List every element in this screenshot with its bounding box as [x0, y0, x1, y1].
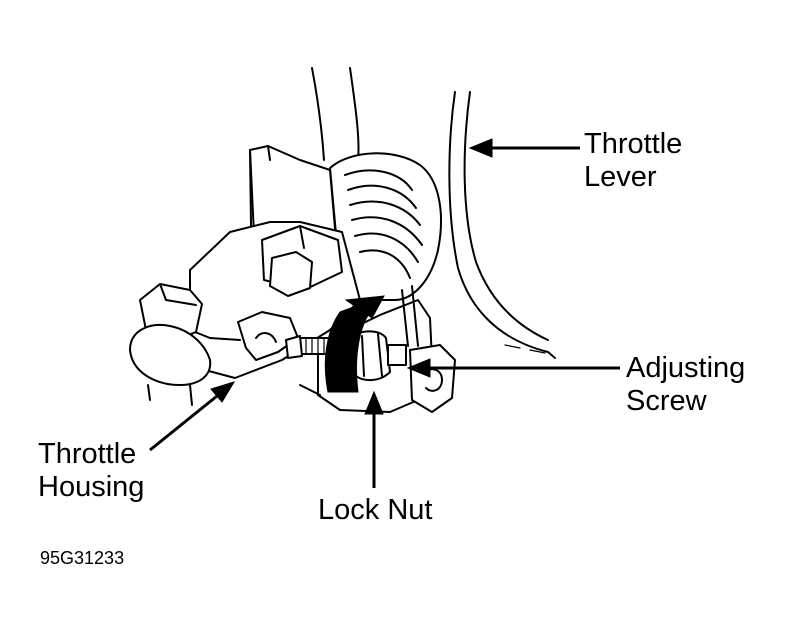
throttle-lever-drawing — [311, 67, 556, 359]
adjusting-screw-label: Adjusting Screw — [626, 352, 745, 418]
adjusting-screw-label-line1: Adjusting — [626, 352, 746, 384]
throttle-lever-label-line1: Throttle — [584, 128, 683, 160]
throttle-lever-label: Throttle Lever — [584, 128, 682, 194]
throttle-lever-label-line2: Lever — [584, 161, 657, 193]
throttle-housing-label: Throttle Housing — [38, 438, 144, 504]
adjusting-screw-arrow — [406, 358, 620, 378]
lock-nut-label: Lock Nut — [318, 494, 432, 527]
adjusting-screw-label-line2: Screw — [626, 385, 707, 417]
throttle-lever-arrow — [468, 138, 580, 158]
figure-code: 95G31233 — [40, 548, 125, 568]
throttle-housing-label-line2: Housing — [38, 471, 145, 503]
throttle-body-drawing — [129, 145, 456, 413]
throttle-housing-label-line1: Throttle — [38, 438, 137, 470]
lock-nut-arrow — [364, 390, 384, 488]
throttle-housing-arrow — [149, 381, 236, 452]
curved-arrow-icon — [324, 295, 385, 393]
callout-arrows — [149, 138, 620, 488]
lock-nut-label-line1: Lock Nut — [318, 494, 433, 526]
